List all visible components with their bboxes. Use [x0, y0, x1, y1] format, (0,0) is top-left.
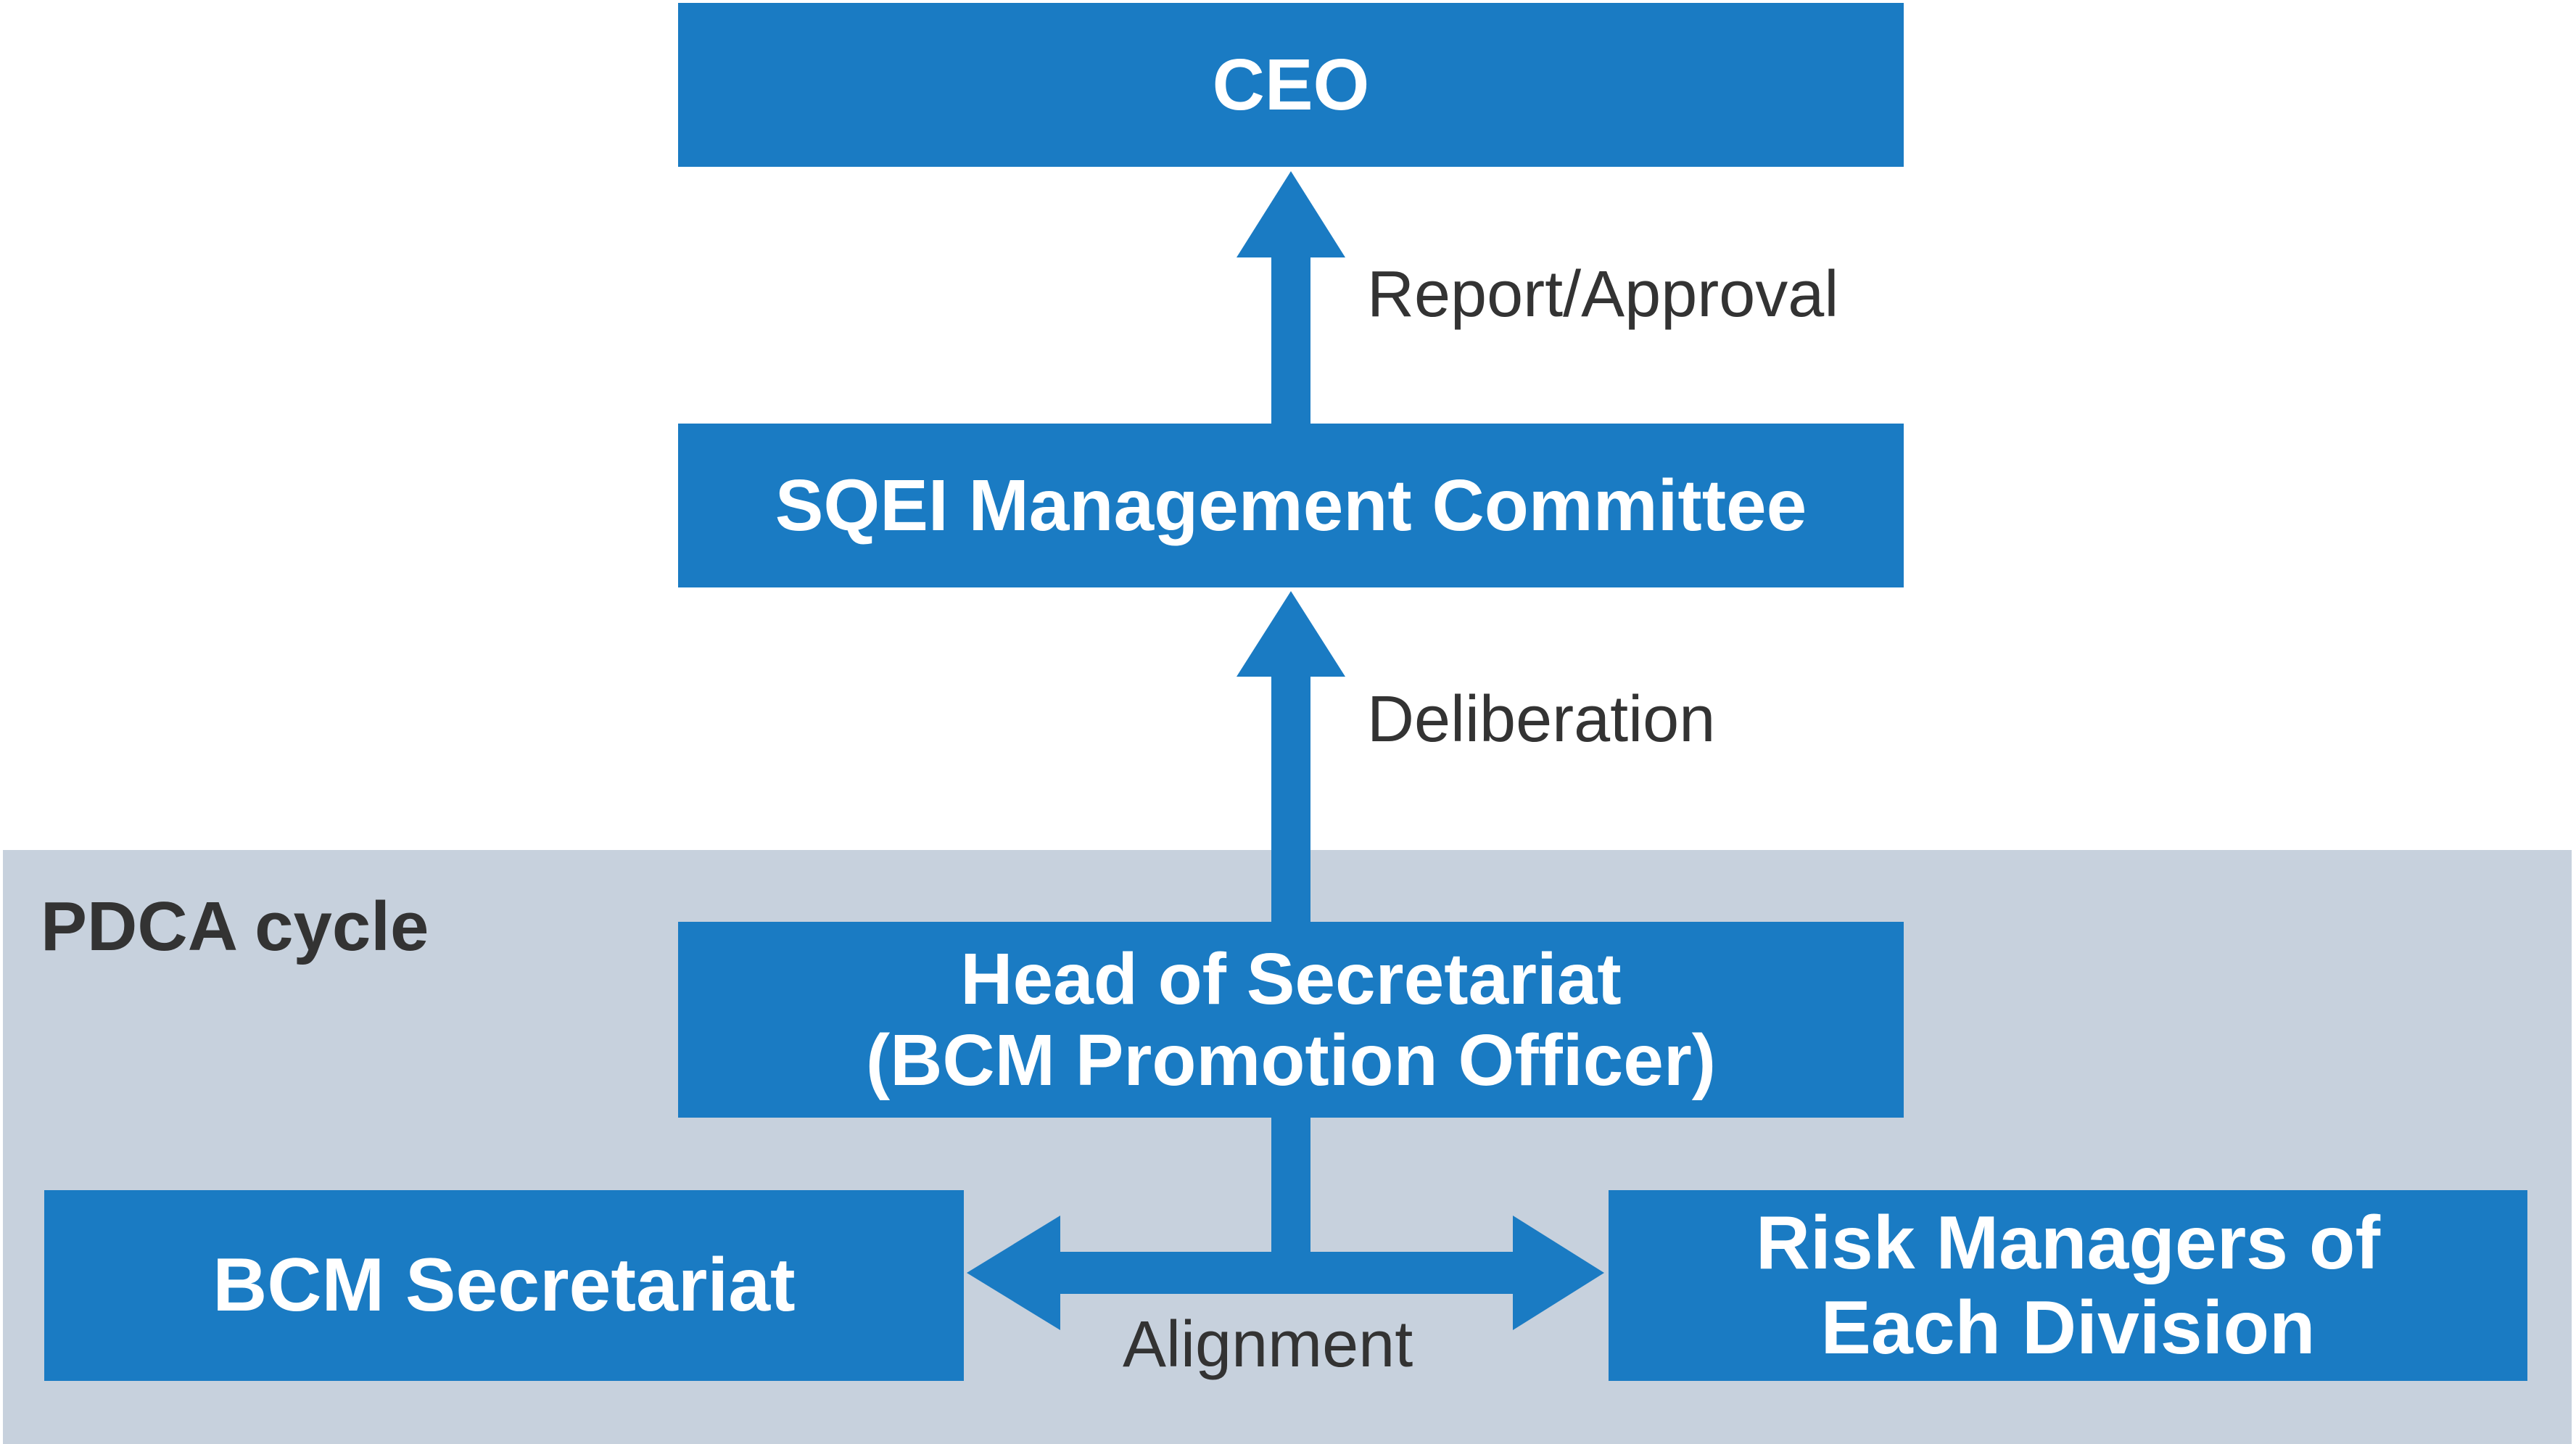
ceo-box: CEO — [678, 3, 1904, 167]
bcm-secretariat-box: BCM Secretariat — [44, 1190, 964, 1381]
bcm-secretariat-label: BCM Secretariat — [212, 1243, 796, 1328]
sqei-committee-label: SQEI Management Committee — [775, 465, 1807, 546]
head-of-secretariat-line1: Head of Secretariat — [960, 938, 1622, 1020]
arrow-alignment-left-head — [967, 1216, 1060, 1330]
arrow-deliberation-head — [1237, 591, 1345, 677]
risk-managers-line1: Risk Managers of — [1755, 1201, 2381, 1286]
alignment-label: Alignment — [1123, 1308, 1413, 1381]
risk-managers-box: Risk Managers of Each Division — [1609, 1190, 2527, 1381]
sqei-committee-box: SQEI Management Committee — [678, 424, 1904, 587]
arrow-report-head — [1237, 171, 1345, 257]
connector-head-down — [1271, 1116, 1310, 1273]
deliberation-label: Deliberation — [1367, 683, 1716, 756]
head-of-secretariat-box: Head of Secretariat (BCM Promotion Offic… — [678, 922, 1904, 1118]
arrow-report-shaft — [1271, 254, 1310, 425]
ceo-label: CEO — [1212, 44, 1370, 125]
pdca-cycle-label: PDCA cycle — [41, 888, 429, 965]
report-approval-label: Report/Approval — [1367, 258, 1839, 331]
arrow-deliberation-shaft — [1271, 673, 1310, 923]
risk-managers-line2: Each Division — [1820, 1285, 2316, 1370]
head-of-secretariat-line2: (BCM Promotion Officer) — [865, 1020, 1717, 1101]
arrow-alignment-shaft — [1059, 1252, 1514, 1294]
arrow-alignment-right-head — [1513, 1216, 1604, 1330]
